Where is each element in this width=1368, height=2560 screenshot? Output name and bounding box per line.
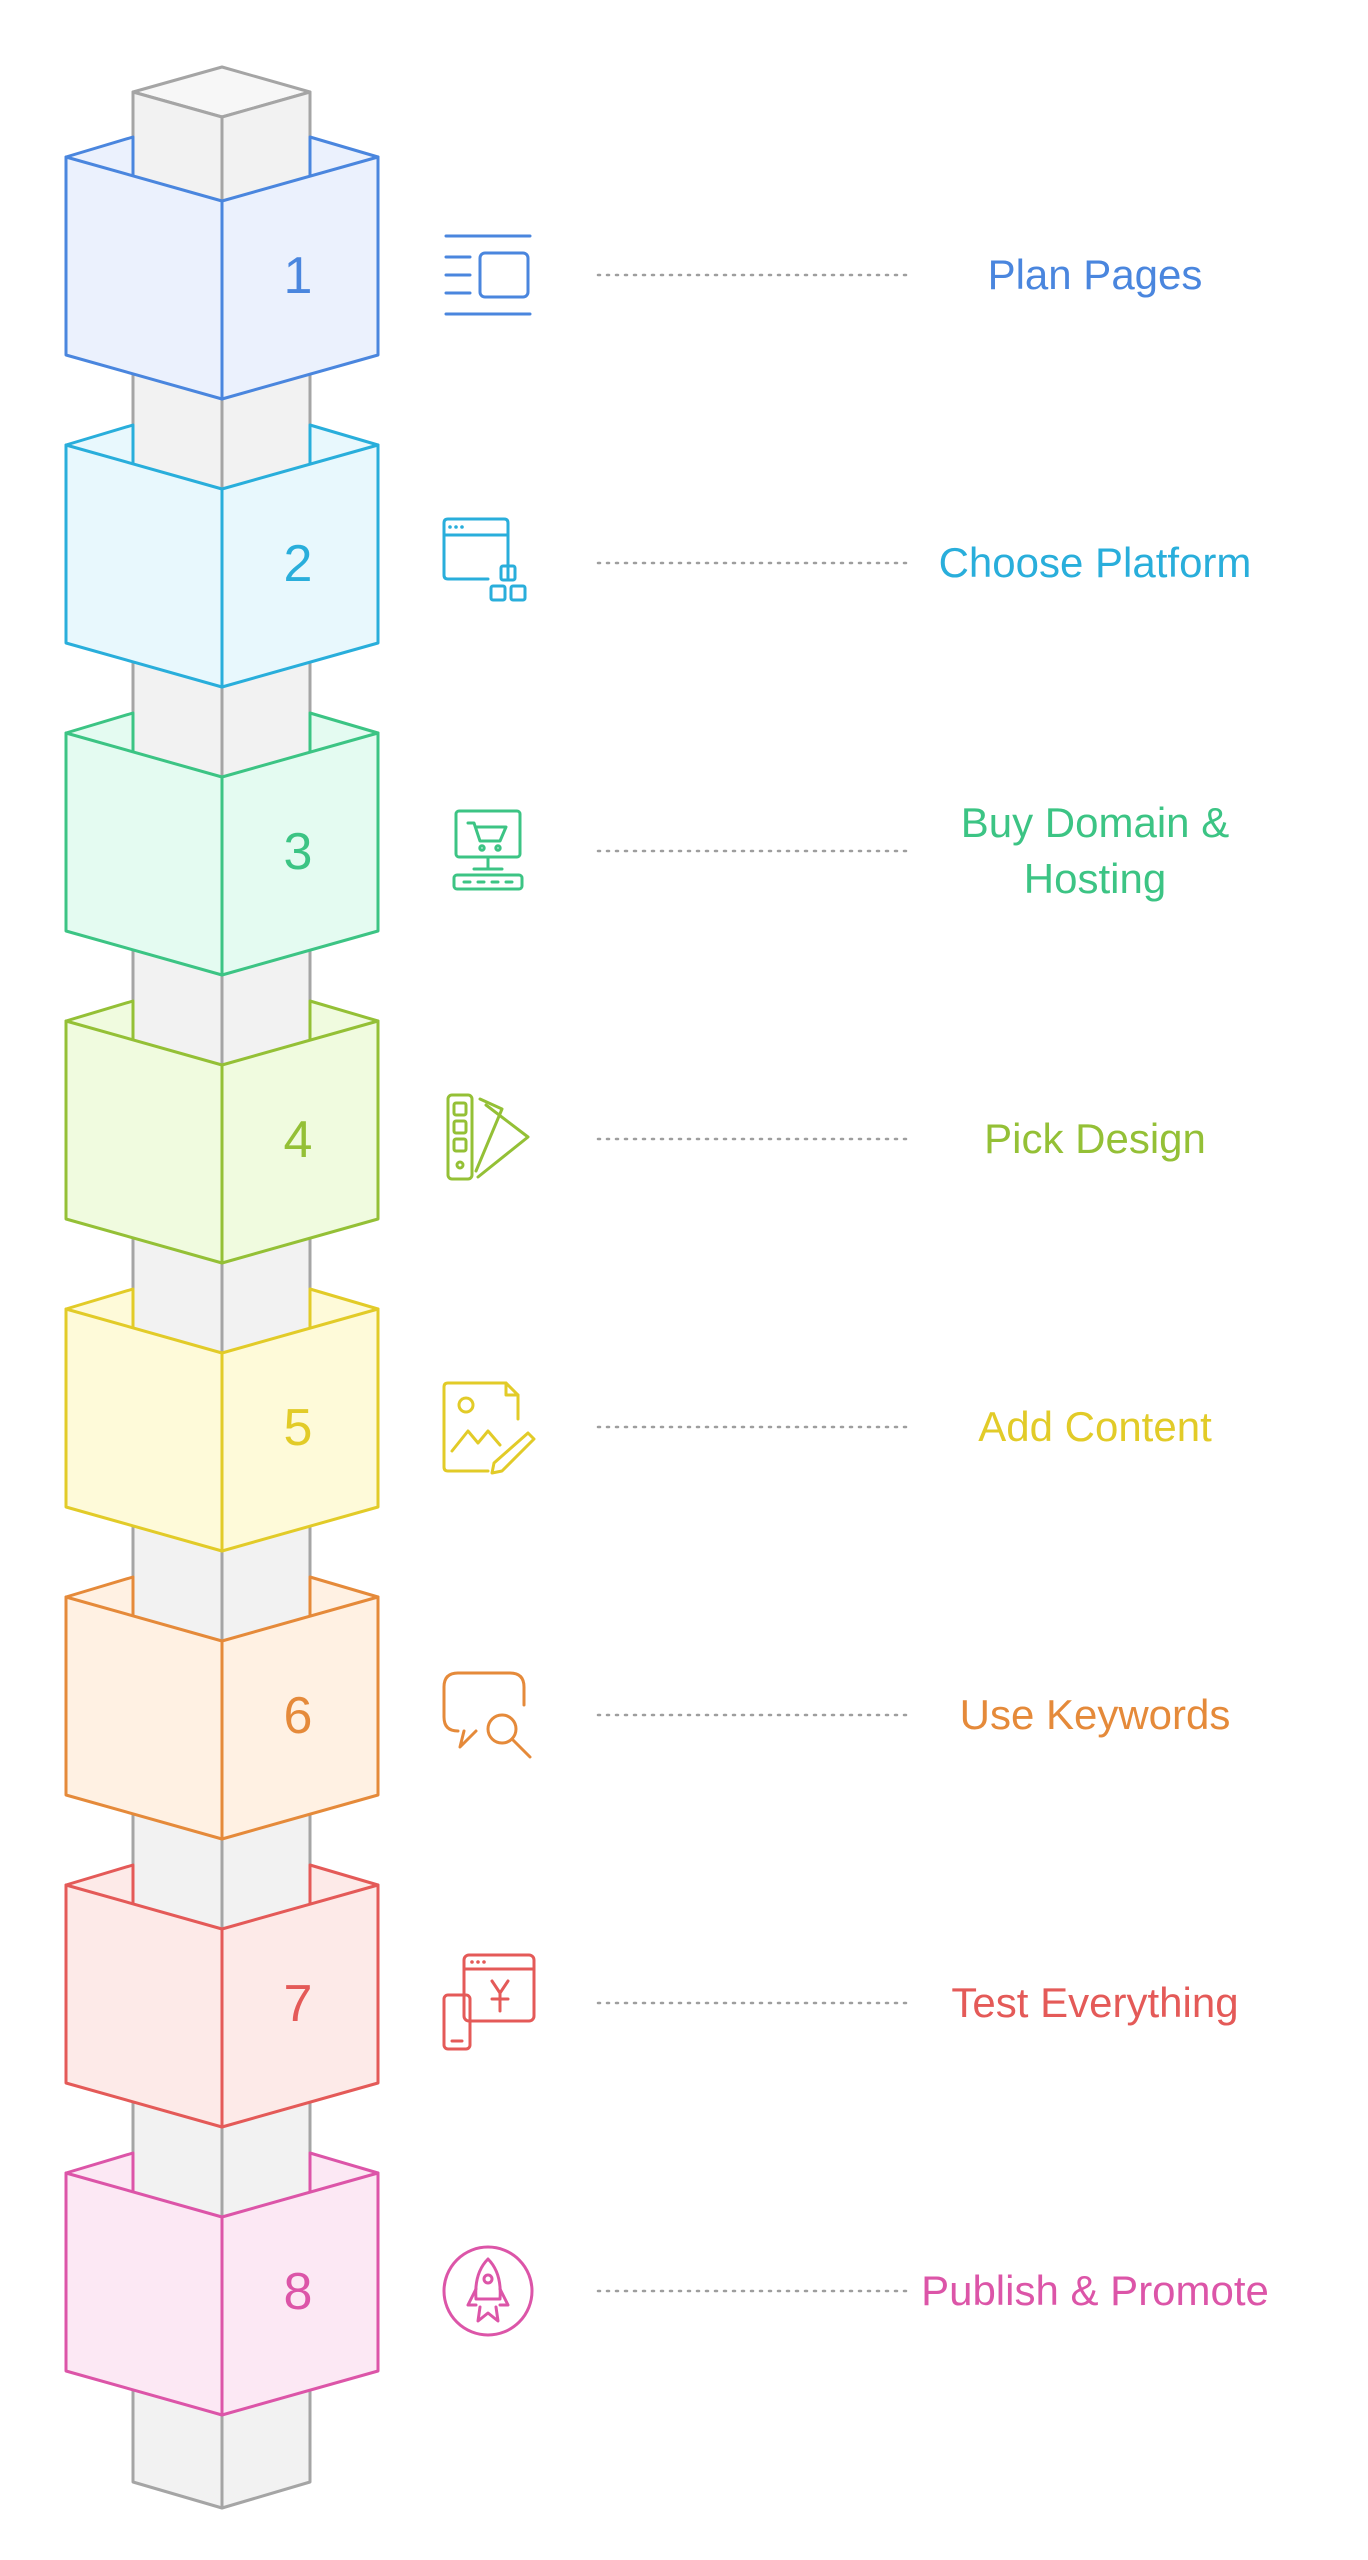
cube-left-face — [64, 155, 224, 401]
pillar-right-face — [220, 90, 312, 2510]
cube-left-face — [64, 1595, 224, 1841]
cube-left-face — [64, 1307, 224, 1553]
pillar-left-face — [131, 90, 224, 2510]
page-layout-icon — [444, 234, 532, 316]
edit-image-icon — [442, 1381, 536, 1475]
step-number: 4 — [284, 1111, 313, 1169]
browser-window-icon — [442, 517, 527, 602]
cube-right-face — [220, 1883, 380, 2129]
step-3: 3 Buy Domain & Hosting — [64, 711, 1229, 977]
step-1: 1 Plan Pages — [64, 135, 1203, 401]
step-label: Choose Platform — [939, 539, 1252, 586]
step-number: 1 — [284, 247, 313, 305]
step-8: 8 Publish & Promote — [64, 2151, 1269, 2417]
central-pillar — [131, 65, 312, 2510]
step-label: Publish & Promote — [921, 2267, 1269, 2314]
step-5: 5 Add Content — [64, 1287, 1212, 1553]
cube-right-face — [220, 731, 380, 977]
step-label: Test Everything — [951, 1979, 1238, 2026]
shopping-computer-icon — [452, 809, 524, 891]
cube-left-face — [64, 1883, 224, 2129]
step-4: 4 Pick Design — [64, 999, 1206, 1265]
step-label: Pick Design — [984, 1115, 1206, 1162]
step-7: 7 Test Everything — [64, 1863, 1239, 2129]
cube-right-face — [220, 2171, 380, 2417]
step-number: 3 — [284, 823, 313, 881]
step-number: 6 — [284, 1687, 313, 1745]
search-bubble-icon — [442, 1671, 532, 1759]
cube-right-face — [220, 155, 380, 401]
step-number: 7 — [284, 1975, 313, 2033]
cube-right-face — [220, 1595, 380, 1841]
step-label: Hosting — [1024, 855, 1166, 902]
step-number: 5 — [284, 1399, 313, 1457]
step-label: Plan Pages — [988, 251, 1203, 298]
cube-right-face — [220, 1019, 380, 1265]
step-number: 2 — [284, 535, 313, 593]
cube-left-face — [64, 731, 224, 977]
step-label: Add Content — [978, 1403, 1212, 1450]
device-test-icon — [442, 1953, 536, 2051]
step-2: 2 Choose Platform — [64, 423, 1252, 689]
step-number: 8 — [284, 2263, 313, 2321]
cube-left-face — [64, 443, 224, 689]
steps-group: 1 Plan Pages 2 Choose Platform 3 Buy Domain &… — [64, 135, 1269, 2417]
rocket-icon — [442, 2245, 534, 2337]
step-label: Buy Domain & — [961, 799, 1229, 846]
step-label: Use Keywords — [960, 1691, 1231, 1738]
cube-right-face — [220, 1307, 380, 1553]
color-swatches-icon — [446, 1093, 530, 1181]
cube-left-face — [64, 2171, 224, 2417]
step-6: 6 Use Keywords — [64, 1575, 1231, 1841]
cube-left-face — [64, 1019, 224, 1265]
cube-right-face — [220, 443, 380, 689]
